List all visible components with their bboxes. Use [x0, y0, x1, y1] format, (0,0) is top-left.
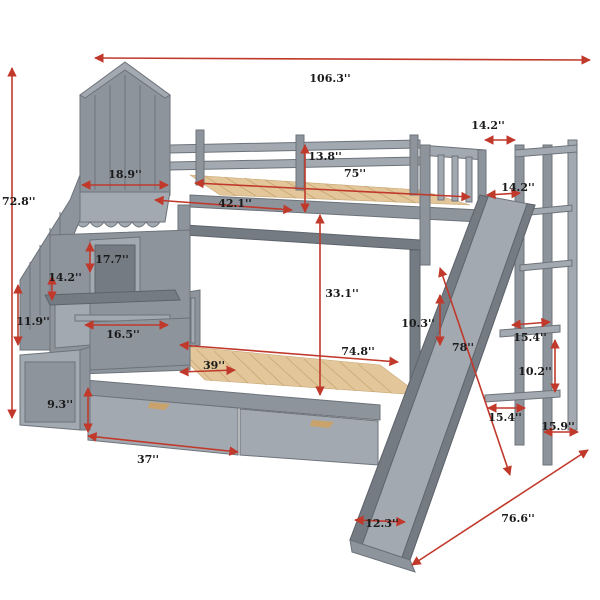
label-overall-length: 106.3'' [309, 72, 350, 85]
castle-tower-stairs [19, 61, 191, 431]
label-slide-length: 78'' [452, 341, 474, 354]
bed-frame [19, 61, 578, 573]
dimension-labels: 106.3'' 72.8'' 76.6'' 18.9'' 13.8'' 75''… [2, 72, 575, 530]
drawer-base [84, 379, 381, 466]
label-stair-step-height: 14.2'' [48, 271, 82, 284]
label-upper-mattress-width: 42.1'' [218, 197, 252, 210]
label-lower-mattress-width: 39'' [203, 359, 225, 372]
label-ladder-width-top: 14.2'' [471, 119, 505, 132]
label-window-height: 17.7'' [95, 253, 129, 266]
label-under-bed-clearance: 33.1'' [325, 287, 359, 300]
label-upper-mattress-length: 75'' [344, 167, 366, 180]
label-ladder-step-height: 10.2'' [518, 365, 552, 378]
label-stair-rise: 11.9'' [16, 315, 50, 328]
label-upper-guard-height: 13.8'' [308, 150, 342, 163]
label-shelf-width: 16.5'' [106, 328, 140, 341]
label-ladder-shelf-width: 15.4'' [513, 331, 547, 344]
label-slide-side-height: 10.3'' [401, 317, 435, 330]
label-ladder-rail-gap: 14.2'' [501, 181, 535, 194]
label-slide-width: 12.3'' [365, 517, 399, 530]
label-cabinet-height: 9.3'' [47, 398, 73, 411]
label-overall-depth: 76.6'' [501, 512, 535, 525]
label-ladder-base-width: 15.4'' [488, 411, 522, 424]
label-lower-mattress-length: 74.8'' [341, 345, 375, 358]
label-drawer-length: 37'' [137, 453, 159, 466]
label-overall-height: 72.8'' [2, 195, 36, 208]
label-ladder-post-gap: 15.9'' [541, 420, 575, 433]
dimension-arrows [7, 53, 591, 566]
label-tower-width: 18.9'' [108, 168, 142, 181]
